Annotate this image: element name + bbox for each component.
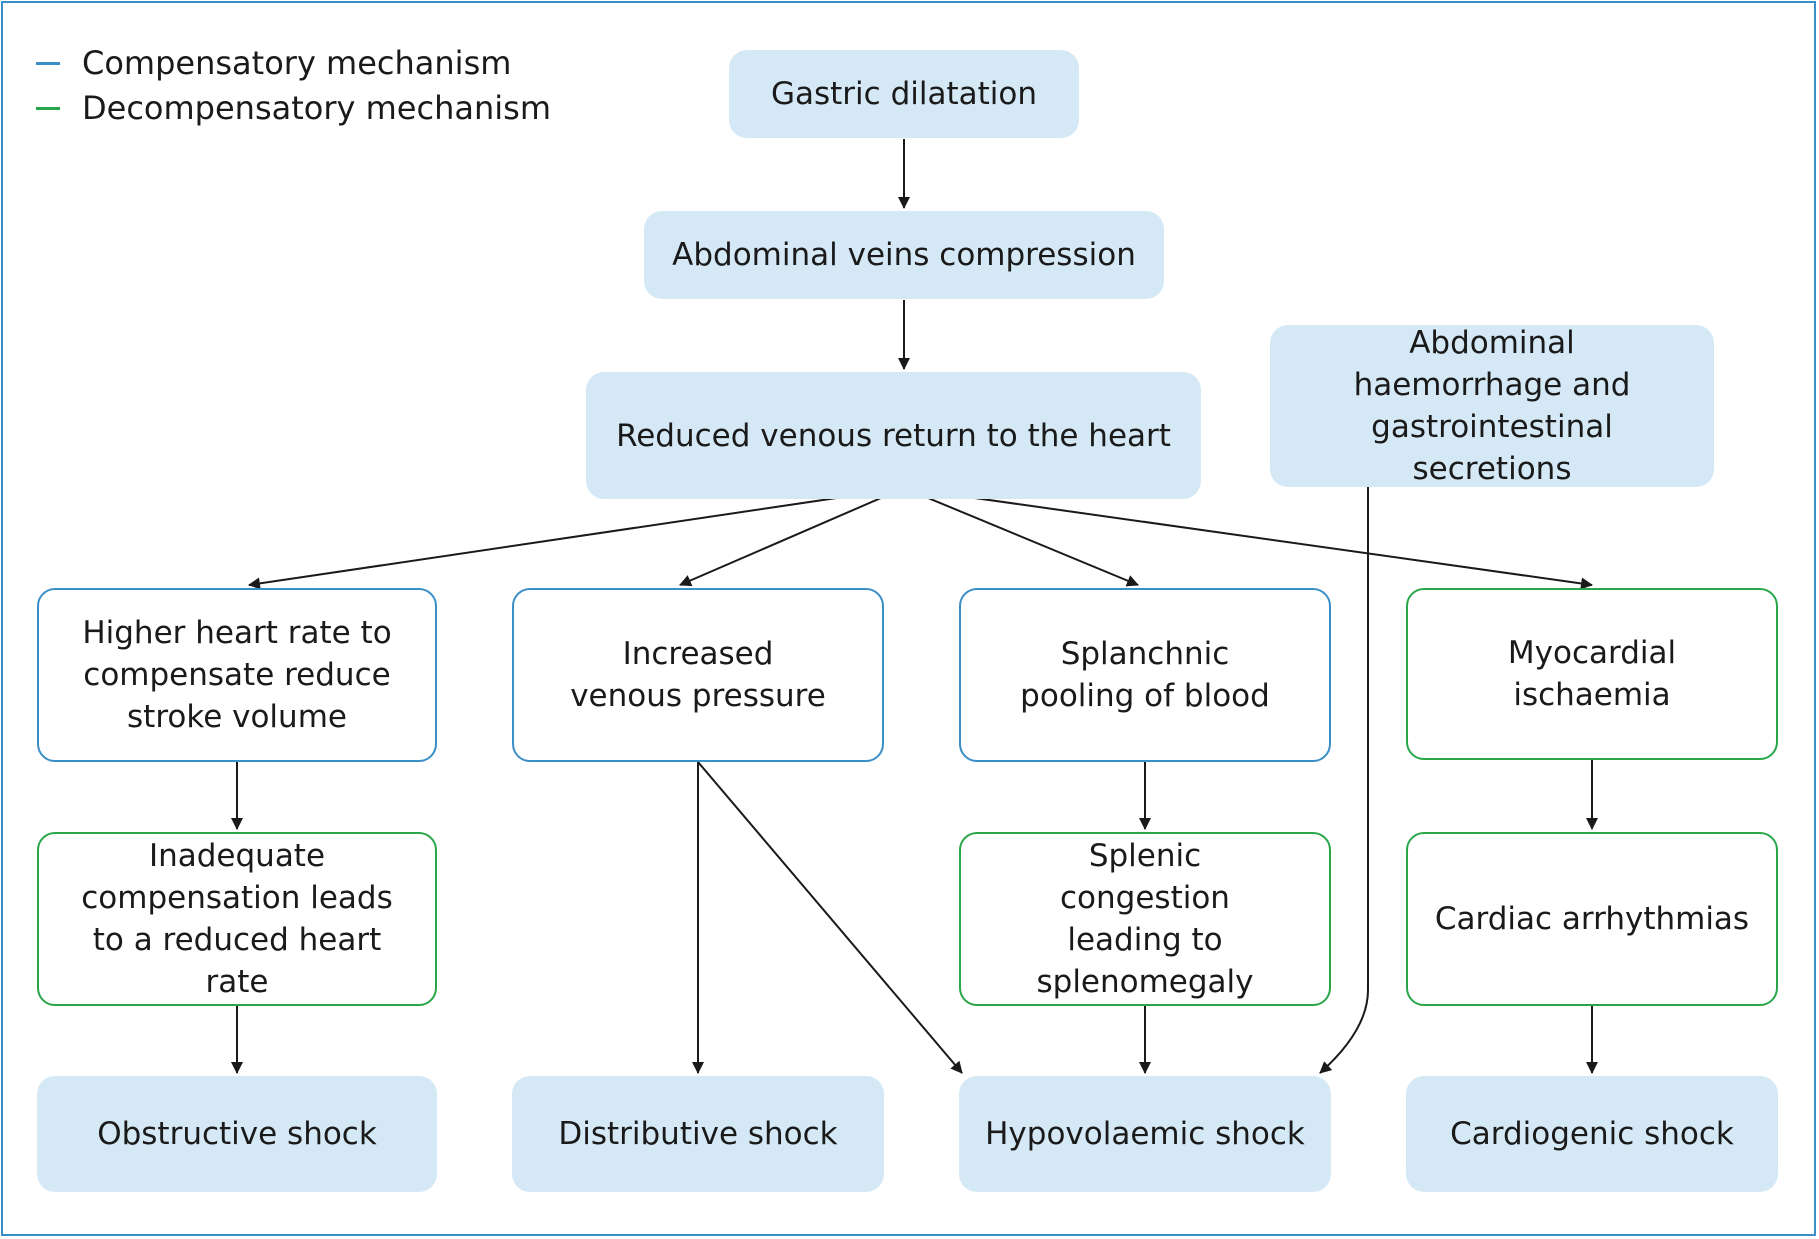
- node-obstructive-shock: Obstructive shock: [37, 1076, 437, 1192]
- node-higher-heart-rate: Higher heart rate to compensate reduce s…: [37, 588, 437, 762]
- node-label: Splenic congestion leading to splenomega…: [1036, 838, 1254, 1000]
- node-increased-venous-pressure: Increased venous pressure: [512, 588, 884, 762]
- arrow-venous-return-to-venous-pressure: [679, 487, 905, 587]
- node-label: Abdominal veins compression: [672, 237, 1136, 273]
- legend-label: Decompensatory mechanism: [82, 89, 551, 127]
- node-label: Higher heart rate to compensate reduce s…: [82, 615, 392, 735]
- node-abdominal-haemorrhage: Abdominal haemorrhage and gastrointestin…: [1270, 325, 1714, 487]
- node-reduced-venous-return: Reduced venous return to the heart: [586, 372, 1201, 499]
- node-label: Cardiogenic shock: [1450, 1116, 1734, 1152]
- arrow-haemorrhage-to-hypovolaemic: [1319, 487, 1369, 1074]
- node-cardiac-arrhythmias: Cardiac arrhythmias: [1406, 832, 1778, 1006]
- node-label: Gastric dilatation: [770, 76, 1037, 112]
- node-cardiogenic-shock: Cardiogenic shock: [1406, 1076, 1778, 1192]
- node-inadequate-compensation: Inadequate compensation leads to a reduc…: [37, 832, 437, 1006]
- legend-item-compensatory: Compensatory mechanism: [36, 44, 511, 82]
- node-splenic-congestion: Splenic congestion leading to splenomega…: [959, 832, 1331, 1006]
- node-label: Myocardial ischaemia: [1507, 635, 1677, 713]
- node-label: Distributive shock: [558, 1116, 838, 1152]
- legend-label: Compensatory mechanism: [82, 44, 512, 82]
- node-label: Inadequate compensation leads to a reduc…: [81, 838, 393, 1000]
- node-hypovolaemic-shock: Hypovolaemic shock: [959, 1076, 1331, 1192]
- arrow-venous-return-to-heart-rate: [248, 487, 905, 590]
- node-gastric-dilatation: Gastric dilatation: [729, 50, 1079, 138]
- node-label: Splanchnic pooling of blood: [1020, 636, 1270, 714]
- node-label: Cardiac arrhythmias: [1434, 901, 1750, 937]
- node-label: Increased venous pressure: [570, 636, 826, 714]
- node-label: Abdominal haemorrhage and gastrointestin…: [1353, 325, 1631, 487]
- node-myocardial-ischaemia: Myocardial ischaemia: [1406, 588, 1778, 760]
- arrow-venous-pressure-to-hypovolaemic: [697, 761, 963, 1074]
- node-distributive-shock: Distributive shock: [512, 1076, 884, 1192]
- node-splanchnic-pooling: Splanchnic pooling of blood: [959, 588, 1331, 762]
- arrow-venous-return-to-myocardial: [903, 487, 1593, 590]
- node-label: Hypovolaemic shock: [985, 1116, 1305, 1152]
- arrow-venous-return-to-splanchnic: [903, 487, 1139, 587]
- legend-swatch-blue: [36, 61, 60, 65]
- legend-swatch-green: [36, 106, 60, 110]
- node-label: Obstructive shock: [97, 1116, 377, 1152]
- node-abdominal-veins-compression: Abdominal veins compression: [644, 211, 1164, 299]
- node-label: Reduced venous return to the heart: [616, 417, 1171, 454]
- legend-item-decompensatory: Decompensatory mechanism: [36, 89, 551, 127]
